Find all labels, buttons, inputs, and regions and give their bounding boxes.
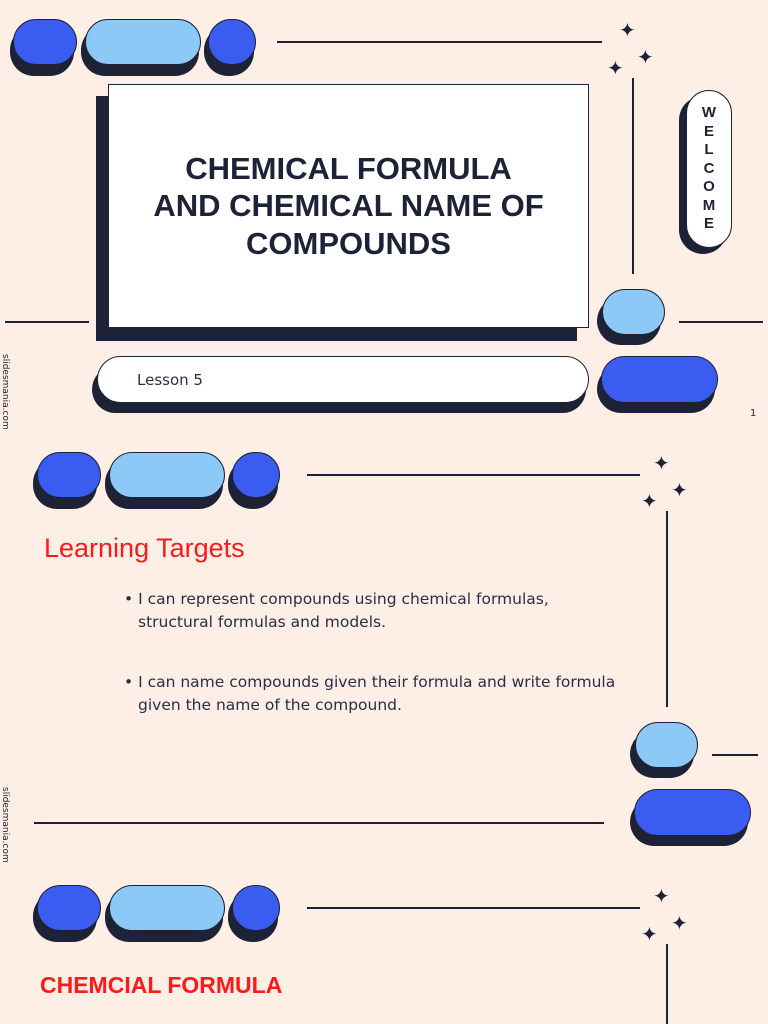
bullet-line: • I can represent compounds using chemic…	[124, 590, 549, 608]
welcome-letter: C	[703, 159, 715, 177]
sparkle-star-icon: ✦	[671, 478, 688, 502]
page-title: CHEMICAL FORMULA AND CHEMICAL NAME OF CO…	[153, 150, 543, 262]
sparkle-star-icon: ✦	[653, 451, 670, 475]
sparkle-star-icon: ✦	[641, 489, 658, 513]
welcome-letter: E	[703, 122, 714, 140]
pill-blue-decor	[13, 19, 77, 65]
divider-line	[712, 754, 758, 756]
sparkle-star-icon: ✦	[641, 922, 658, 946]
pill-lightblue-decor	[602, 289, 665, 335]
bullet-line: • I can name compounds given their formu…	[124, 673, 616, 691]
pill-lightblue-decor	[635, 722, 698, 768]
slide-1: ✦ ✦ ✦ CHEMICAL FORMULA AND CHEMICAL NAME…	[0, 0, 768, 432]
welcome-letter: W	[701, 104, 717, 122]
sparkle-star-icon: ✦	[607, 56, 624, 80]
title-card: CHEMICAL FORMULA AND CHEMICAL NAME OF CO…	[108, 84, 589, 328]
bullet-item: • I can name compounds given their formu…	[124, 671, 615, 717]
divider-line	[679, 321, 763, 323]
slide-3: ✦ ✦ ✦ CHEMCIAL FORMULA	[0, 866, 768, 1024]
pill-blue-decor	[37, 452, 101, 498]
pill-lightblue-decor	[85, 19, 201, 65]
pill-blue-decor	[634, 789, 751, 836]
slide-2: ✦ ✦ ✦ Learning Targets • I can represent…	[0, 433, 768, 865]
vertical-line	[666, 511, 668, 707]
pill-lightblue-decor	[109, 452, 225, 498]
welcome-badge: W E L C O M E	[686, 90, 732, 248]
divider-line	[307, 474, 640, 476]
divider-line	[277, 41, 602, 43]
lesson-subtitle: Lesson 5	[137, 371, 203, 389]
pill-blue-decor	[232, 452, 280, 498]
bullet-line: structural formulas and models.	[138, 613, 386, 631]
pill-blue-decor	[601, 356, 718, 403]
section-title: CHEMCIAL FORMULA	[40, 972, 283, 998]
divider-line	[5, 321, 89, 323]
pill-blue-decor	[232, 885, 280, 931]
title-line: COMPOUNDS	[246, 225, 451, 261]
divider-line	[307, 907, 640, 909]
pill-blue-decor	[208, 19, 256, 65]
vertical-line	[632, 78, 634, 274]
lesson-bar	[97, 356, 589, 403]
pill-blue-decor	[37, 885, 101, 931]
section-title: Learning Targets	[44, 533, 245, 563]
bullet-line: given the name of the compound.	[138, 696, 402, 714]
sparkle-star-icon: ✦	[653, 884, 670, 908]
title-line: AND CHEMICAL NAME OF	[153, 188, 544, 224]
sparkle-star-icon: ✦	[671, 911, 688, 935]
pill-lightblue-decor	[109, 885, 225, 931]
divider-line	[34, 822, 604, 824]
sparkle-star-icon: ✦	[619, 18, 636, 42]
title-line: CHEMICAL FORMULA	[185, 151, 512, 187]
welcome-letter: L	[704, 141, 714, 159]
page-number: 1	[750, 408, 757, 419]
bullet-item: • I can represent compounds using chemic…	[124, 588, 549, 634]
watermark-text: slidesmania.com	[0, 787, 10, 863]
watermark-text: slidesmania.com	[0, 354, 10, 430]
welcome-letter: M	[702, 196, 716, 214]
welcome-letter: O	[703, 178, 715, 196]
vertical-line	[666, 944, 668, 1024]
welcome-letter: E	[703, 215, 714, 233]
sparkle-star-icon: ✦	[637, 45, 654, 69]
